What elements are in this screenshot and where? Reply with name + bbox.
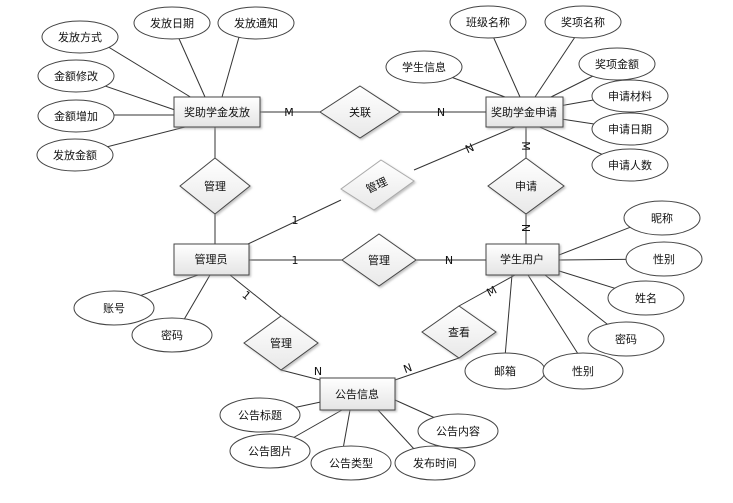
card-admin-manage-ann: 1 <box>239 288 253 302</box>
attr-admin-password: 密码 <box>131 317 213 353</box>
svg-text:公告标题: 公告标题 <box>238 408 282 422</box>
svg-text:奖项金额: 奖项金额 <box>595 57 639 71</box>
svg-text:金额增加: 金额增加 <box>54 109 98 123</box>
rel-link: 关联 <box>319 85 401 139</box>
card-manage-student-student: N <box>445 254 453 267</box>
attr-award-amount: 奖项金额 <box>578 47 656 81</box>
svg-text:申请日期: 申请日期 <box>608 123 652 136</box>
card-manage-app-app: N <box>463 141 476 156</box>
attr-class-name: 班级名称 <box>449 5 527 39</box>
attr-ann-image: 公告图片 <box>229 433 311 469</box>
svg-text:发布时间: 发布时间 <box>413 456 457 470</box>
attr-ann-type: 公告类型 <box>310 445 392 481</box>
svg-text:发放金额: 发放金额 <box>53 148 97 162</box>
svg-text:学生用户: 学生用户 <box>500 252 544 266</box>
svg-text:性别: 性别 <box>572 364 594 378</box>
student-attributes: 昵称 性别 姓名 密码 邮箱 性别 <box>464 200 703 390</box>
grant-attributes: 发放方式 发放日期 发放通知 金额修改 金额增加 发放金额 <box>36 6 295 172</box>
entity-scholarship-application: 奖助学金申请 <box>485 96 564 128</box>
svg-text:公告图片: 公告图片 <box>248 445 292 458</box>
svg-text:班级名称: 班级名称 <box>466 15 510 29</box>
svg-text:姓名: 姓名 <box>635 291 657 305</box>
entity-student-user: 学生用户 <box>485 243 560 276</box>
svg-text:申请人数: 申请人数 <box>608 159 652 172</box>
svg-text:发放通知: 发放通知 <box>234 16 278 30</box>
application-attributes: 班级名称 奖项名称 学生信息 奖项金额 申请材料 申请日期 申请人数 <box>385 5 669 182</box>
attr-amount-edit: 金额修改 <box>37 59 115 93</box>
svg-text:申请: 申请 <box>515 180 537 193</box>
rel-apply: 申请 <box>487 157 565 215</box>
attr-name: 姓名 <box>607 280 685 316</box>
card-view-ann: N <box>402 361 414 376</box>
attr-grant-amount: 发放金额 <box>36 138 114 172</box>
card-student-view: M <box>485 284 499 300</box>
svg-text:关联: 关联 <box>349 105 371 119</box>
relationships: 关联 管理 管理 申请 管理 管理 查看 <box>179 85 565 371</box>
svg-text:奖项名称: 奖项名称 <box>561 15 605 29</box>
attr-ann-content: 公告内容 <box>417 413 499 449</box>
card-grant-link: M <box>284 106 294 119</box>
rel-manage-student: 管理 <box>341 233 417 287</box>
attr-award-name: 奖项名称 <box>544 5 622 39</box>
svg-text:管理: 管理 <box>270 336 292 350</box>
entity-scholarship-grant: 奖助学金发放 <box>173 96 261 128</box>
card-admin-manage-app: 1 <box>292 214 299 227</box>
attr-student-password: 密码 <box>587 321 665 357</box>
rel-manage-grant: 管理 <box>179 157 251 215</box>
attr-apply-date: 申请日期 <box>591 112 669 146</box>
rel-view: 查看 <box>421 305 497 359</box>
attr-ann-title: 公告标题 <box>219 397 301 433</box>
attr-nickname: 昵称 <box>623 200 701 236</box>
admin-attributes: 账号 密码 <box>73 290 213 353</box>
svg-text:公告内容: 公告内容 <box>436 424 480 438</box>
rel-manage-announcement: 管理 <box>243 315 319 371</box>
svg-text:发放日期: 发放日期 <box>150 16 194 30</box>
card-link-application: N <box>437 106 445 119</box>
svg-text:性别: 性别 <box>653 252 675 266</box>
attr-gender-2: 性别 <box>542 352 624 390</box>
svg-text:金额修改: 金额修改 <box>54 69 98 83</box>
svg-text:奖助学金申请: 奖助学金申请 <box>491 105 557 119</box>
card-apply-student: N <box>519 224 532 232</box>
svg-text:密码: 密码 <box>161 328 183 342</box>
svg-text:公告类型: 公告类型 <box>329 456 373 470</box>
svg-text:管理: 管理 <box>204 179 226 193</box>
announcement-attributes: 公告标题 公告图片 公告类型 发布时间 公告内容 <box>219 397 499 481</box>
attr-apply-count: 申请人数 <box>591 148 669 182</box>
attr-apply-material: 申请材料 <box>591 79 669 113</box>
attr-grant-date: 发放日期 <box>133 6 211 40</box>
svg-text:发放方式: 发放方式 <box>58 30 102 44</box>
svg-text:账号: 账号 <box>103 302 125 315</box>
card-admin-manage-student: 1 <box>292 254 299 267</box>
svg-text:邮箱: 邮箱 <box>494 364 516 378</box>
card-manage-ann-ann: N <box>314 365 322 378</box>
entities: 奖助学金发放 奖助学金申请 管理员 学生用户 公告信息 <box>173 96 564 411</box>
svg-text:昵称: 昵称 <box>651 211 673 225</box>
svg-text:管理: 管理 <box>368 253 390 267</box>
attr-student-info: 学生信息 <box>385 50 463 84</box>
svg-text:学生信息: 学生信息 <box>402 60 446 74</box>
entity-announcement: 公告信息 <box>319 377 396 411</box>
entity-admin: 管理员 <box>173 243 250 276</box>
card-application-apply: M <box>519 141 532 151</box>
svg-text:公告信息: 公告信息 <box>335 387 379 401</box>
svg-text:密码: 密码 <box>615 332 637 346</box>
attr-email: 邮箱 <box>464 352 546 390</box>
attr-account: 账号 <box>73 290 155 326</box>
svg-text:查看: 查看 <box>448 325 470 339</box>
rel-manage-application: 管理 <box>340 159 415 211</box>
attr-publish-time: 发布时间 <box>394 445 476 481</box>
svg-text:奖助学金发放: 奖助学金发放 <box>184 105 250 119</box>
svg-text:管理员: 管理员 <box>195 252 228 266</box>
attr-grant-notice: 发放通知 <box>217 6 295 40</box>
cardinalities: M N M N 1 N 1 N 1 N M N <box>239 106 532 378</box>
attr-grant-method: 发放方式 <box>41 20 119 54</box>
attr-gender: 性别 <box>625 241 703 277</box>
attr-amount-add: 金额增加 <box>37 99 115 133</box>
svg-text:申请材料: 申请材料 <box>608 89 652 103</box>
